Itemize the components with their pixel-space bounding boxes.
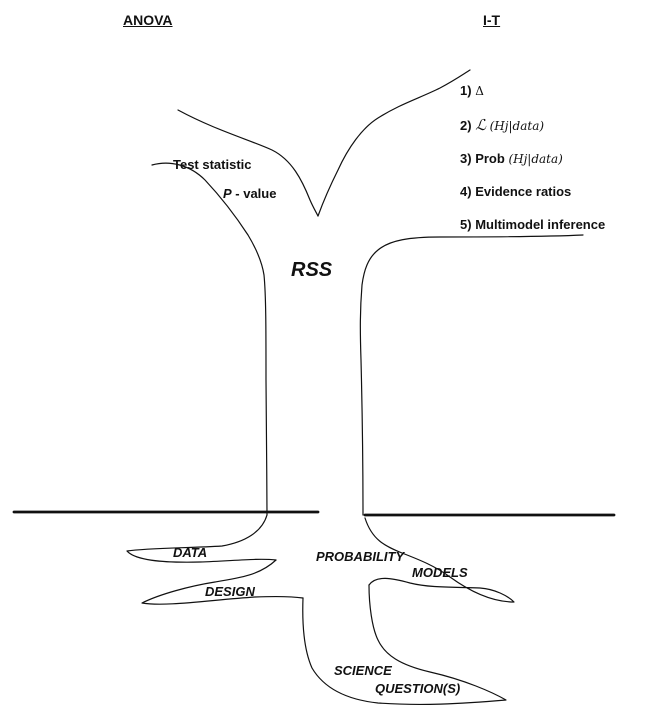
root-questions-label: QUESTION(S) (375, 681, 461, 696)
root-science (302, 584, 507, 706)
it-branch-lower (359, 234, 584, 516)
root-data-label: DATA (173, 545, 208, 560)
it-item-2: 2) ℒ (Hj|data) (460, 118, 544, 133)
anova-branch-lower (151, 162, 268, 516)
it-item-1-number: 1) (460, 83, 472, 98)
root-data (126, 514, 277, 563)
anova-branch-upper (177, 109, 319, 217)
anova-header: ANOVA (123, 12, 173, 28)
it-item-5-number: 5) (460, 217, 472, 232)
it-item-3-paren: (Hj|data) (508, 152, 563, 166)
p-letter: P (223, 186, 232, 201)
root-science-label: SCIENCE (334, 663, 392, 678)
root-probability (364, 517, 515, 603)
it-item-4-number: 4) (460, 184, 472, 199)
it-item-4-text: Evidence ratios (475, 184, 572, 199)
it-item-2-paren: (Hj|data) (489, 119, 545, 133)
it-header: I-T (483, 12, 501, 28)
it-item-3: 3) Prob (Hj|data) (460, 152, 563, 165)
root-design-label: DESIGN (205, 584, 255, 599)
it-item-5-text: Multimodel inference (475, 217, 606, 232)
it-item-5: 5) Multimodel inference (460, 218, 605, 231)
it-item-3-text: Prob (475, 151, 505, 166)
root-design (141, 559, 304, 605)
it-item-3-number: 3) (460, 151, 472, 166)
it-item-2-number: 2) (460, 118, 472, 133)
it-item-4: 4) Evidence ratios (460, 185, 571, 198)
rss-label: RSS (291, 259, 333, 281)
likelihood-symbol: ℒ (475, 116, 486, 134)
p-value-rest: - value (231, 186, 277, 201)
it-branch-upper (317, 69, 471, 217)
root-models-label: MODELS (412, 565, 468, 580)
root-probability-label: PROBABILITY (316, 549, 405, 564)
test-statistic-label: Test statistic (173, 157, 252, 172)
p-value-label: P - value (223, 187, 276, 200)
it-item-1: 1) Δ (460, 84, 484, 97)
delta-symbol: Δ (475, 84, 484, 98)
